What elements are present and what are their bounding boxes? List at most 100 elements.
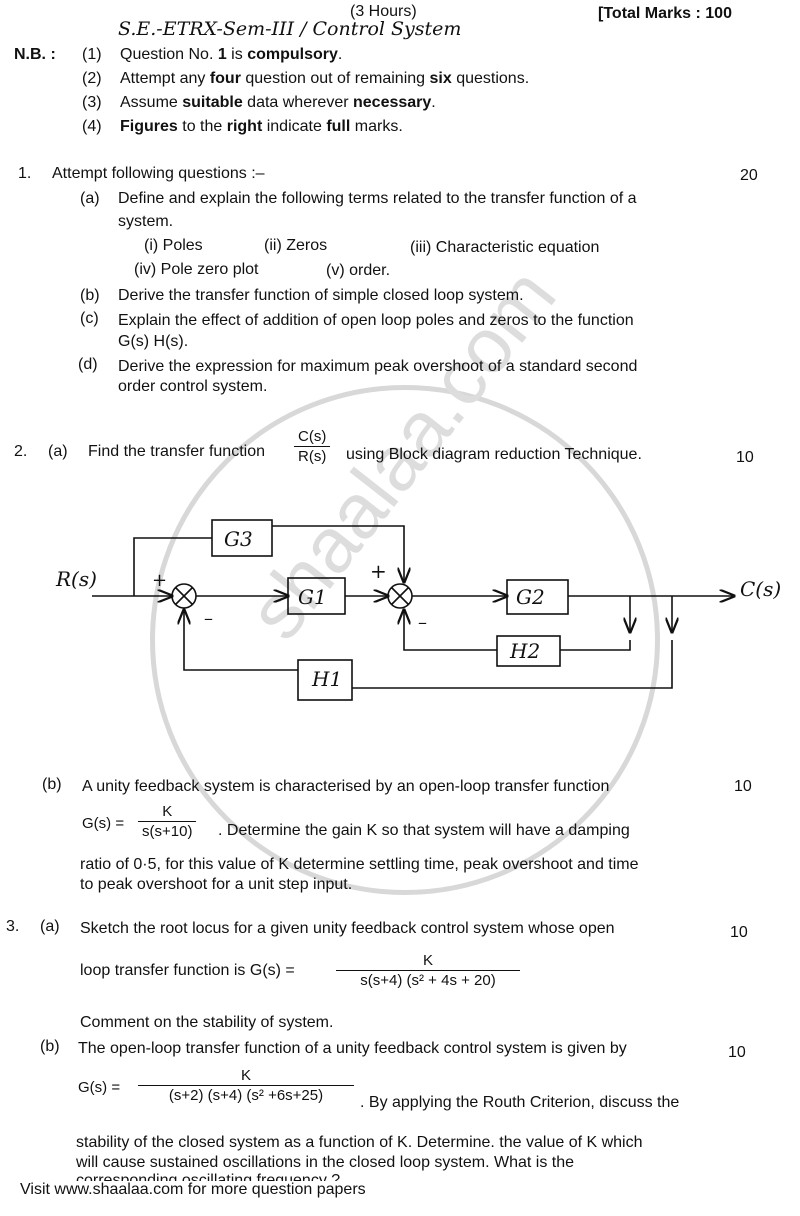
summing-junction-2 (387, 583, 413, 609)
nb-item-text: Question No. 1 is compulsory. (120, 46, 342, 64)
q1a-line2: system. (118, 213, 174, 230)
q1d-line1: Derive the expression for maximum peak o… (118, 358, 638, 375)
q1b-label: (b) (80, 287, 100, 304)
q3a-frac-den: s(s+4) (s² + 4s + 20) (336, 970, 520, 989)
q1a-term-char-eq: (iii) Characteristic equation (410, 239, 600, 256)
q2a-marks: 10 (736, 449, 754, 466)
q3b-line3: stability of the closed system as a func… (76, 1134, 643, 1151)
q2b-line1: A unity feedback system is characterised… (82, 778, 610, 795)
nb-text-run: . (431, 94, 436, 111)
q2a-frac-num: C(s) (298, 428, 327, 445)
summing-junction-1 (171, 583, 197, 609)
block-g3 (211, 519, 273, 557)
q3a-line1: Sketch the root locus for a given unity … (80, 920, 615, 937)
q1a-label: (a) (80, 190, 100, 207)
nb-emphasis: necessary (353, 94, 432, 111)
q1c-label: (c) (80, 310, 99, 327)
wire-h1-in (352, 640, 673, 689)
block-diagram: R(s) C(s) G3 G1 G2 H2 H1 + – + – (55, 519, 781, 701)
q2b-line4: to peak overshoot for a unit step input. (80, 876, 353, 893)
q1d-label: (d) (78, 356, 98, 373)
nb-emphasis: full (326, 118, 351, 135)
nb-emphasis: suitable (182, 94, 243, 111)
q2b-frac-num: K (162, 803, 173, 820)
nb-emphasis: compulsory (247, 46, 338, 63)
q2b-gs: G(s) = (82, 815, 125, 832)
q1-number: 1. (18, 165, 32, 182)
footer-link[interactable]: Visit www.shaalaa.com for more question … (20, 1181, 366, 1199)
q2b-marks: 10 (734, 778, 752, 795)
q3b-after: . By applying the Routh Criterion, discu… (360, 1094, 680, 1111)
nb-text-run: indicate (262, 118, 327, 135)
watermark-circle (150, 385, 660, 895)
q1-title: Attempt following questions :– (52, 165, 265, 182)
q2b-after: . Determine the gain K so that system wi… (218, 822, 630, 839)
q1a-term-order: (v) order. (326, 262, 391, 279)
label-g3: G3 (224, 527, 253, 551)
wire-h2-in (560, 640, 631, 651)
duration: (3 Hours) (350, 3, 417, 20)
nb-text-run: question out of remaining (240, 70, 430, 87)
nb-emphasis: six (429, 70, 452, 87)
nb-text-run: Attempt any (120, 70, 210, 87)
q3a-label: (a) (40, 918, 60, 935)
nb-emphasis: four (209, 70, 241, 87)
label-g1: G1 (298, 585, 327, 609)
nb-emphasis: right (226, 118, 263, 135)
nb-text-run: is (226, 46, 248, 63)
sign-plus-1: + (152, 570, 167, 591)
handwritten-title: S.E.-ETRX-Sem-III / Control System (118, 18, 462, 40)
sign-plus-2: + (370, 559, 387, 583)
q2a-fraction: C(s) R(s) (294, 428, 331, 465)
nb-text-run: Assume (120, 94, 183, 111)
sign-minus-1: – (204, 608, 213, 629)
q2b-frac-den: s(s+10) (138, 821, 197, 840)
q1b-text: Derive the transfer function of simple c… (118, 287, 524, 304)
nb-text-run: . (337, 46, 343, 63)
q2b-label: (b) (42, 776, 62, 793)
q3b-marks: 10 (728, 1044, 746, 1061)
nb-item-number: (4) (82, 118, 102, 135)
nb-item-text: Figures to the right indicate full marks… (120, 118, 403, 136)
nb-text-run: Question No. (120, 46, 218, 63)
nb-emphasis: Figures (120, 118, 178, 135)
q3b-frac-den: (s+2) (s+4) (s² +6s+25) (138, 1085, 354, 1104)
label-input: R(s) (55, 567, 97, 591)
q2a-post: using Block diagram reduction Technique. (346, 446, 642, 463)
label-output: C(s) (740, 577, 781, 601)
q3b-line4: will cause sustained oscillations in the… (76, 1154, 575, 1171)
nb-item-number: (2) (82, 70, 102, 87)
q1c-line2: G(s) H(s). (118, 333, 189, 350)
nb-item-number: (3) (82, 94, 102, 111)
q3a-line3: Comment on the stability of system. (80, 1014, 334, 1031)
q3b-line1: The open-loop transfer function of a uni… (78, 1040, 627, 1057)
q1c-line1: Explain the effect of addition of open l… (118, 312, 634, 329)
block-h2 (496, 635, 561, 667)
q3b-frac-num: K (240, 1067, 251, 1084)
q1a-term-pzplot: (iv) Pole zero plot (134, 261, 259, 278)
q3b-label: (b) (40, 1038, 60, 1055)
q3a-marks: 10 (730, 924, 748, 941)
block-g2 (506, 579, 569, 615)
q2a-pre: Find the transfer function (88, 443, 265, 460)
q3-number: 3. (6, 918, 20, 935)
nb-emphasis: 1 (217, 46, 227, 63)
nb-item-text: Assume suitable data wherever necessary. (120, 94, 436, 112)
q1a-term-zeros: (ii) Zeros (264, 237, 328, 254)
nb-text-run: to the (177, 118, 227, 135)
nb-label: N.B. : (14, 46, 56, 63)
q2b-line3: ratio of 0·5, for this value of K determ… (80, 856, 639, 873)
q1-marks: 20 (740, 167, 758, 184)
q1d-line2: order control system. (118, 378, 268, 395)
label-g2: G2 (516, 585, 545, 609)
wire-h1-out (184, 610, 298, 671)
sign-minus-2: – (418, 612, 427, 633)
q1a-term-poles: (i) Poles (144, 237, 203, 254)
q2a-frac-den: R(s) (294, 446, 331, 465)
q3b-gs: G(s) = (78, 1079, 121, 1096)
q2b-fraction: K s(s+10) (138, 803, 197, 840)
label-h1: H1 (311, 667, 342, 691)
block-h1 (297, 659, 353, 701)
nb-item-number: (1) (82, 46, 102, 63)
q1a-line1: Define and explain the following terms r… (118, 190, 637, 207)
